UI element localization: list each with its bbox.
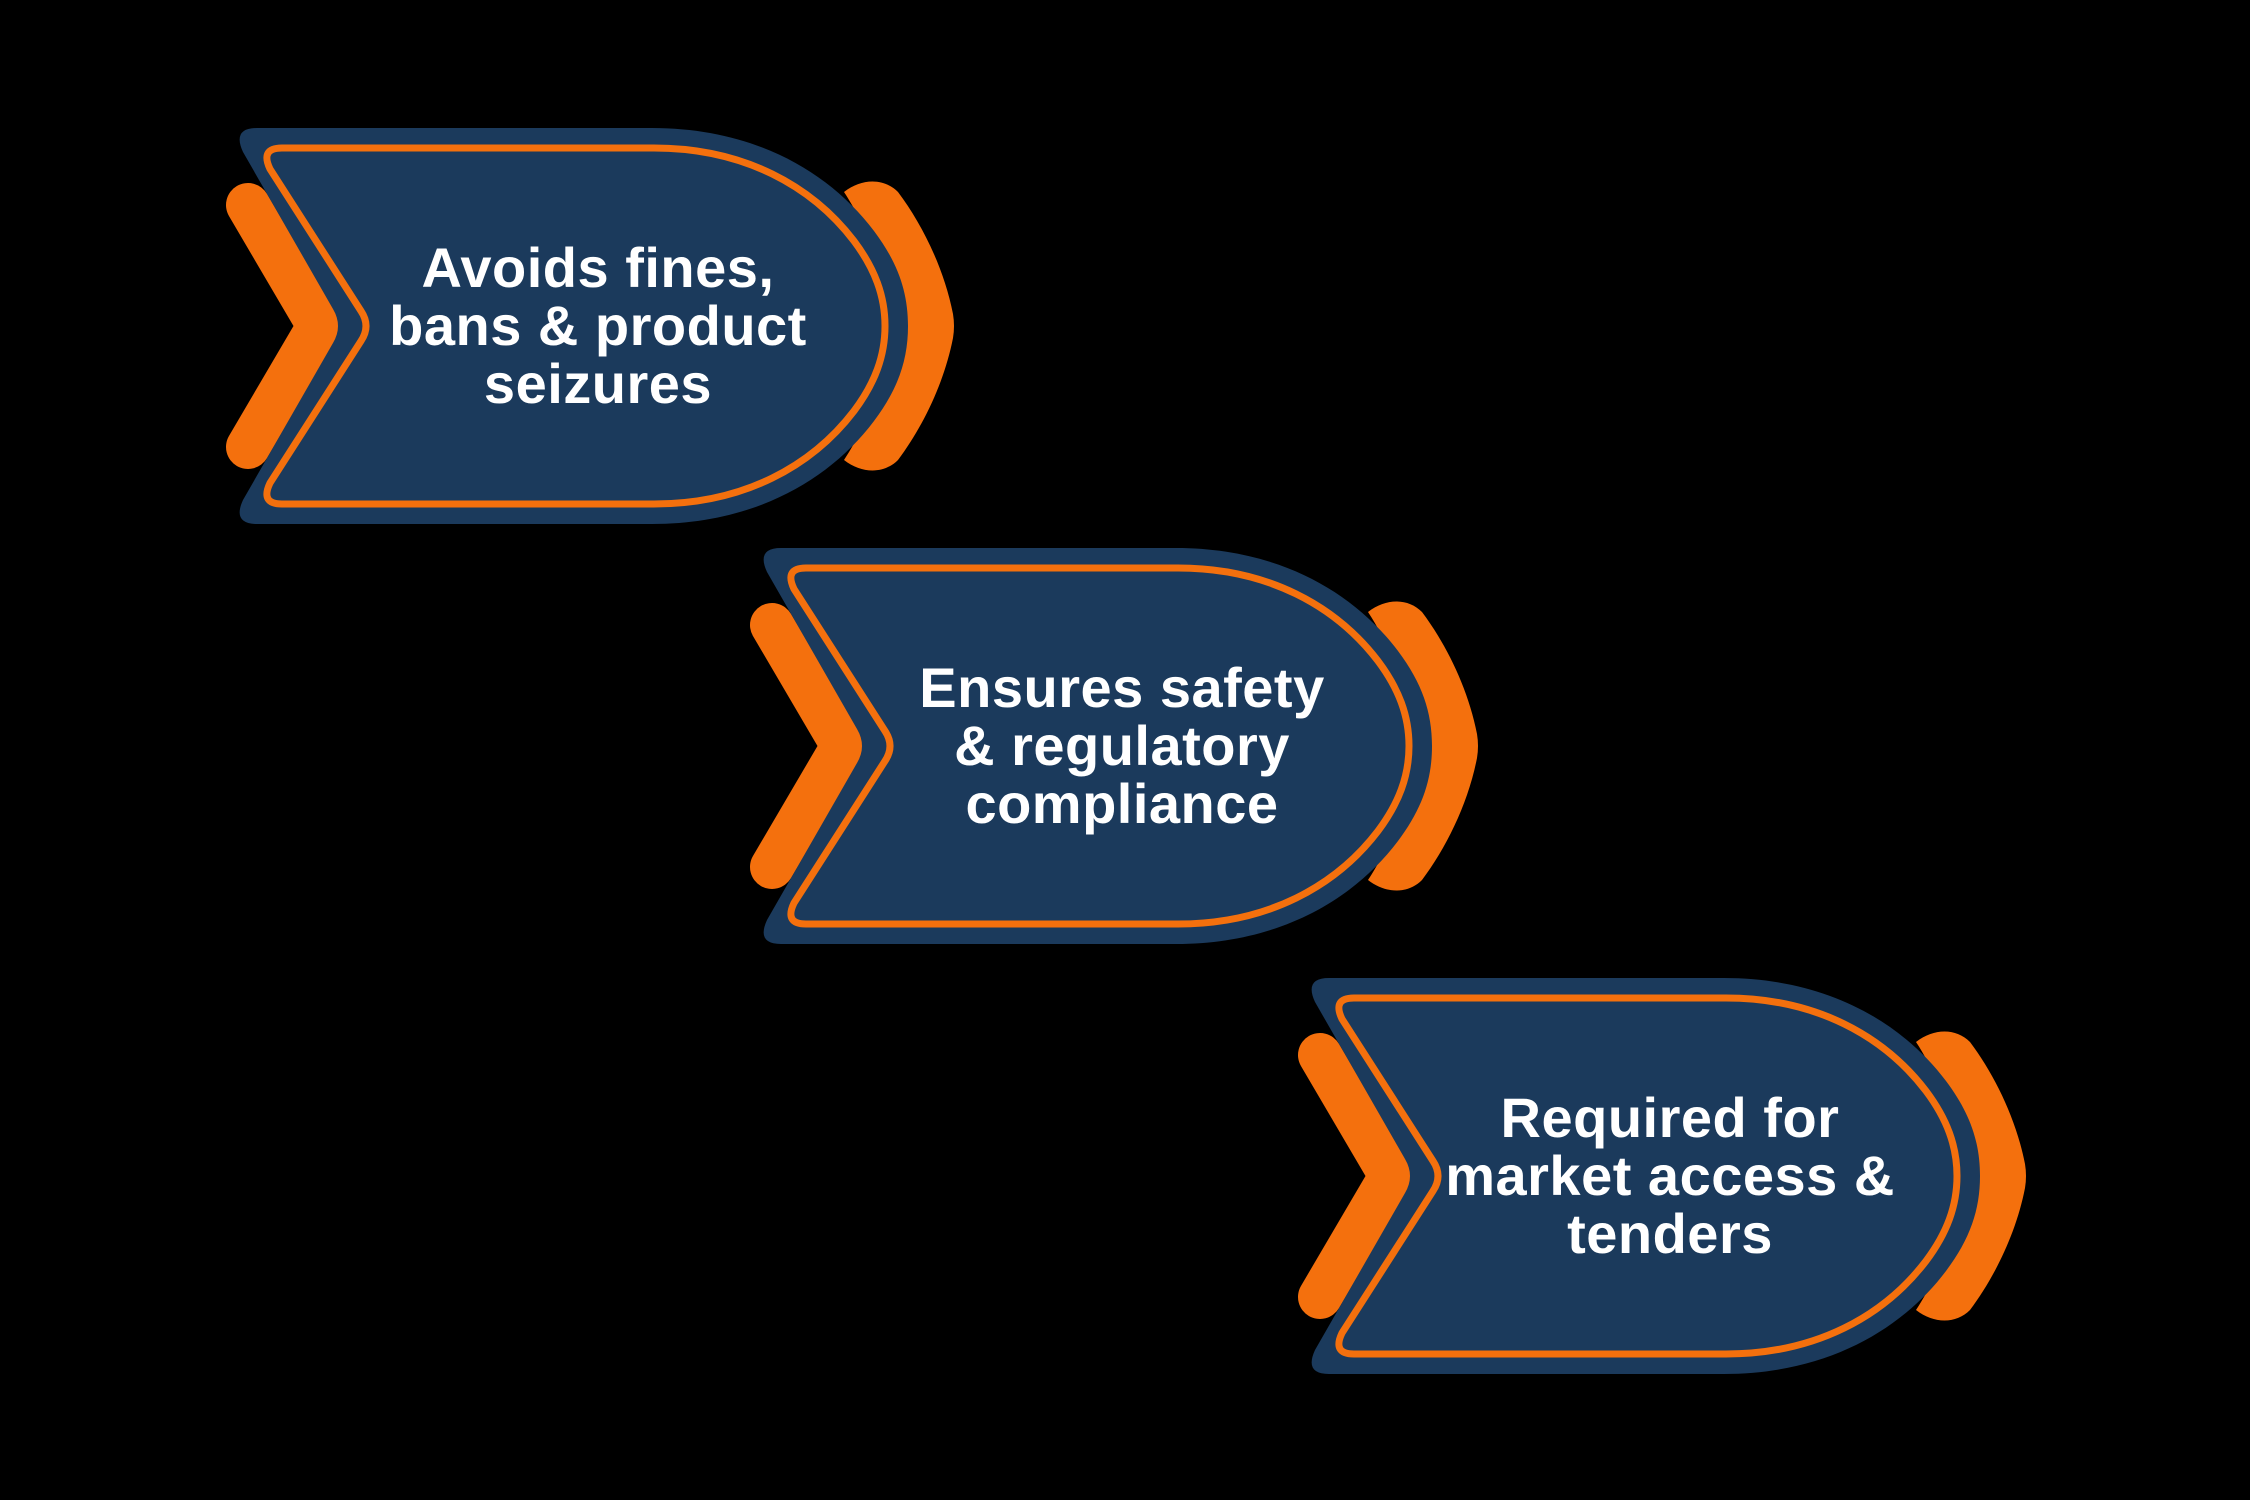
left-chevron-accent-icon xyxy=(750,603,865,889)
step-banner-3: Required for market access & tenders xyxy=(1294,978,2034,1378)
banner-label-line: Ensures safety xyxy=(919,656,1325,719)
banner-label-line: compliance xyxy=(965,772,1279,835)
arrow-banner-shape xyxy=(239,128,908,524)
banner-label-line: seizures xyxy=(483,352,713,415)
arrow-inner-outline xyxy=(787,564,1413,928)
banner-label-line: tenders xyxy=(1567,1202,1773,1265)
left-chevron-accent-icon xyxy=(1298,1033,1413,1319)
banner-label-line: & regulatory xyxy=(954,714,1290,777)
banner-label-line: bans & product xyxy=(389,294,807,357)
arrow-banner-shape xyxy=(763,548,1432,944)
step-banner-2: Ensures safety & regulatory compliance xyxy=(746,548,1486,948)
arrow-inner-outline xyxy=(263,144,889,508)
banner-label: Avoids fines, bans & product seizures xyxy=(302,128,894,524)
arrow-banner-shape xyxy=(1311,978,1980,1374)
banner-label: Ensures safety & regulatory compliance xyxy=(826,548,1418,944)
banner-label-line: Required for xyxy=(1500,1086,1840,1149)
banner-label-line: Avoids fines, xyxy=(421,236,775,299)
arrow-inner-outline xyxy=(1335,994,1961,1358)
banner-label: Required for market access & tenders xyxy=(1374,978,1966,1374)
step-banner-1: Avoids fines, bans & product seizures xyxy=(222,128,962,528)
banner-label-line: market access & xyxy=(1445,1144,1895,1207)
left-chevron-accent-icon xyxy=(226,183,341,469)
